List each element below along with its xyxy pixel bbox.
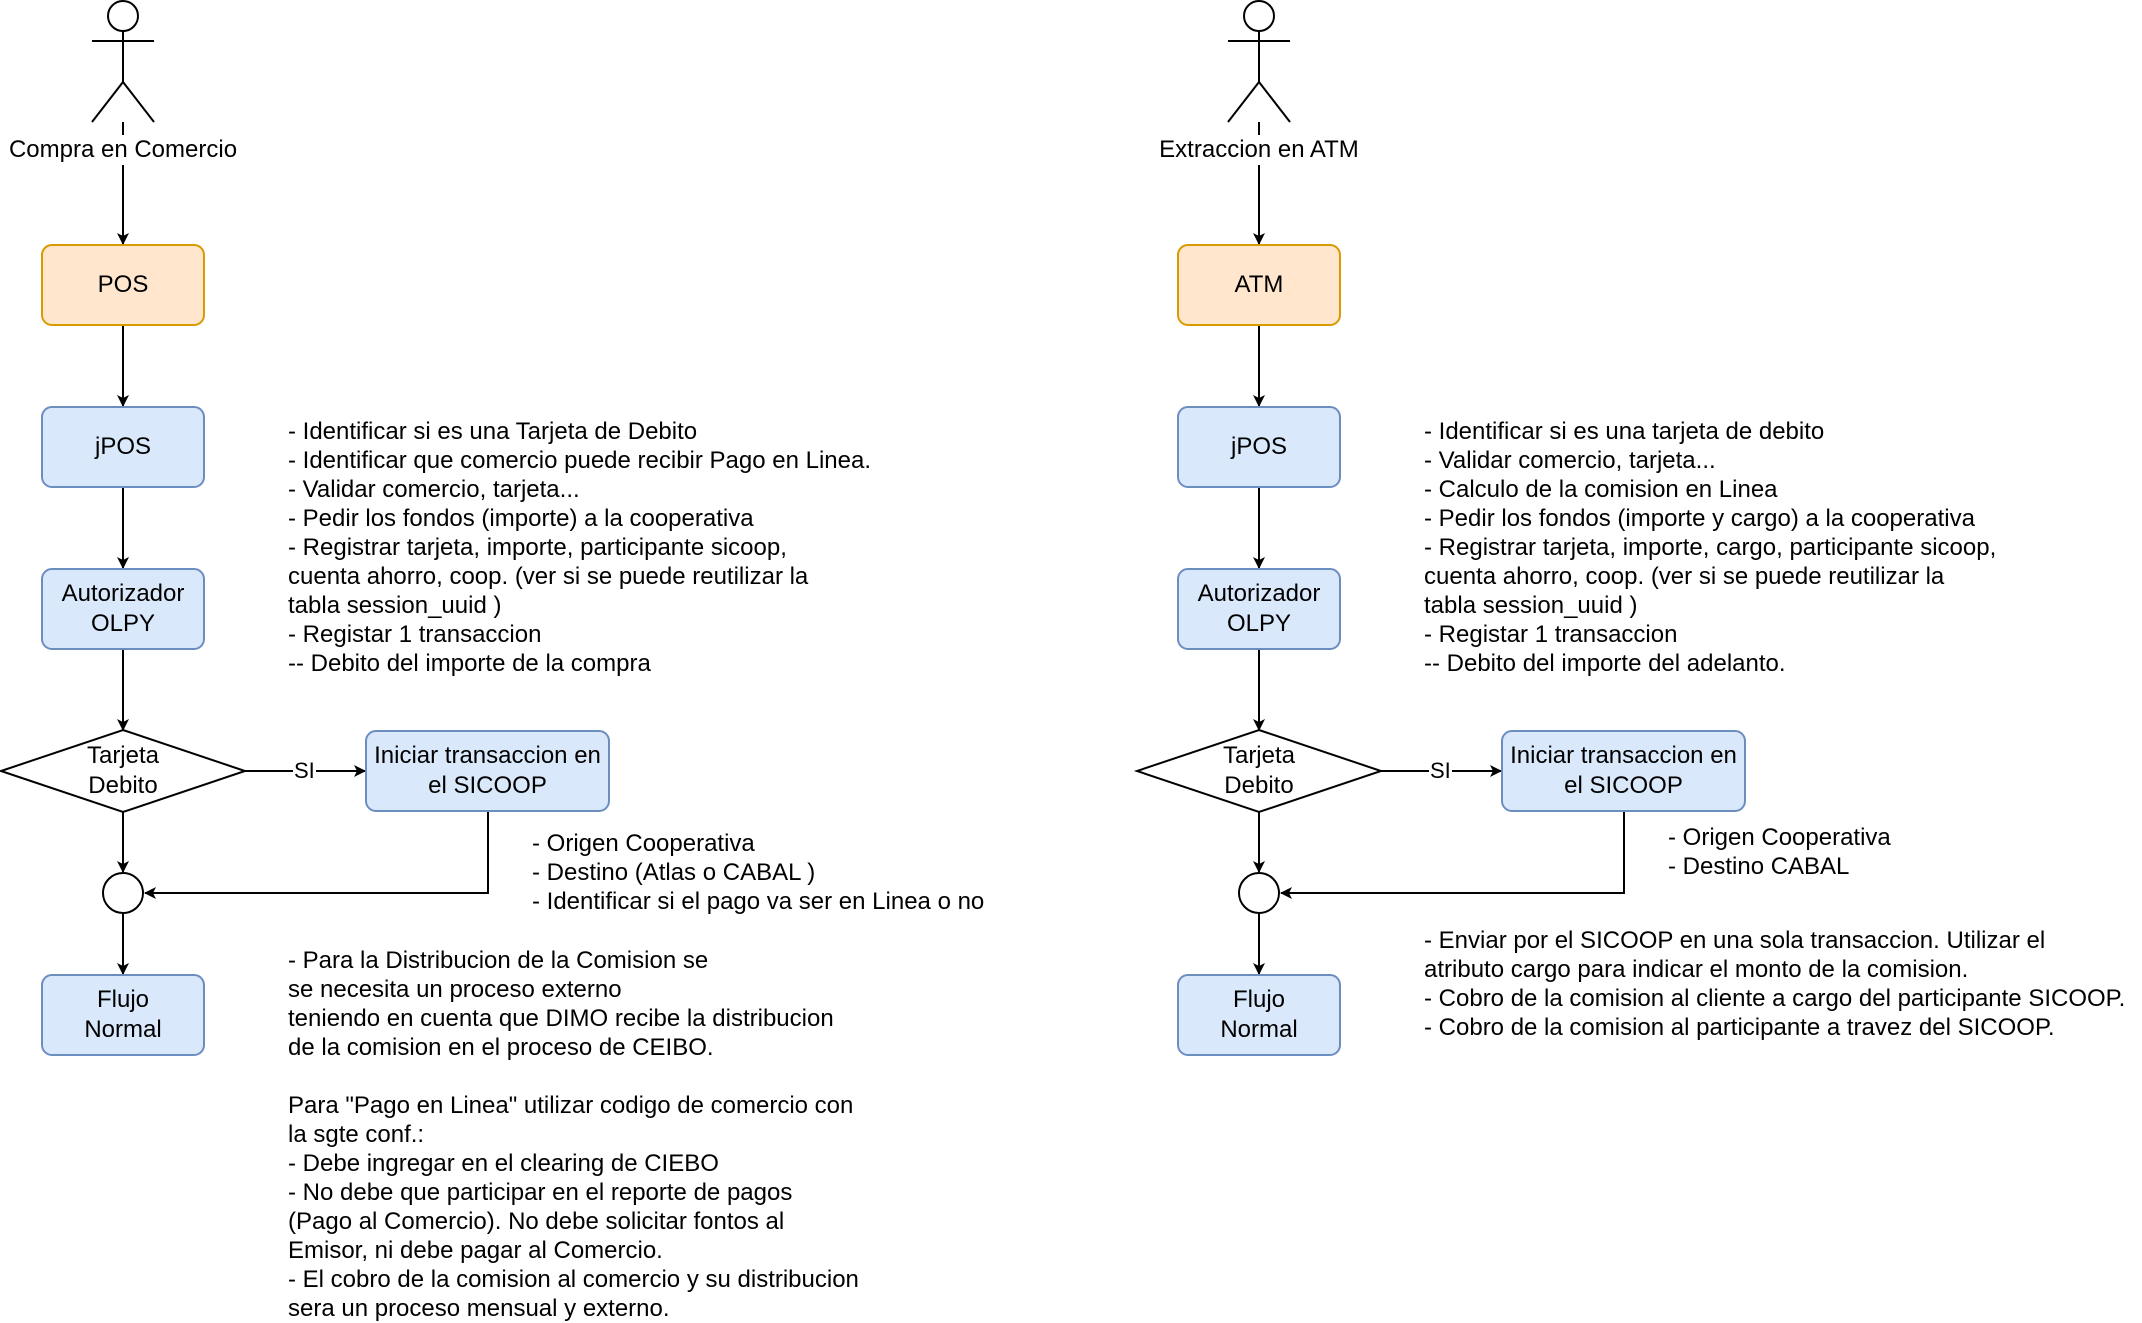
right-jpos-box: jPOS xyxy=(1177,406,1341,488)
left-flujo-note: - Para la Distribucion de la Comision se… xyxy=(288,947,859,1322)
right-decision-diamond xyxy=(1133,728,1385,814)
left-jpos-box: jPOS xyxy=(41,406,205,488)
left-decision-diamond xyxy=(0,728,249,814)
right-atm-box: ATM xyxy=(1177,244,1341,326)
left-merge-node xyxy=(102,872,144,914)
left-actor-icon xyxy=(91,0,155,123)
right-autorizador-box: Autorizador OLPY xyxy=(1177,568,1341,650)
left-pos-box: POS xyxy=(41,244,205,326)
right-decision-label: Tarjeta Debito xyxy=(1222,742,1296,799)
left-flow xyxy=(0,0,489,975)
right-merge-node xyxy=(1238,872,1280,914)
edge-sicoop-merge xyxy=(1280,812,1625,899)
left-flujo-box: Flujo Normal xyxy=(41,974,205,1056)
right-actor-icon xyxy=(1227,0,1291,123)
left-actor-label: Compra en Comercio xyxy=(3,135,243,165)
edge-sicoop-merge xyxy=(144,812,489,899)
right-sicoop-note: - Origen Cooperativa - Destino CABAL xyxy=(1668,824,1891,880)
right-flujo-note: - Enviar por el SICOOP en una sola trans… xyxy=(1424,927,2126,1041)
left-autorizador-box: Autorizador OLPY xyxy=(41,568,205,650)
left-sicoop-note: - Origen Cooperativa - Destino (Atlas o … xyxy=(532,830,985,915)
left-sicoop-box: Iniciar transaccion en el SICOOP xyxy=(365,730,610,812)
left-jpos-note: - Identificar si es una Tarjeta de Debit… xyxy=(288,418,872,677)
right-flujo-box: Flujo Normal xyxy=(1177,974,1341,1056)
right-edge-si-label: SI xyxy=(1429,758,1452,783)
right-jpos-note: - Identificar si es una tarjeta de debit… xyxy=(1424,418,1997,677)
right-sicoop-box: Iniciar transaccion en el SICOOP xyxy=(1501,730,1746,812)
left-edge-si-label: SI xyxy=(293,758,316,783)
right-actor-label: Extraccion en ATM xyxy=(1139,135,1379,165)
left-decision-label: Tarjeta Debito xyxy=(86,742,160,799)
